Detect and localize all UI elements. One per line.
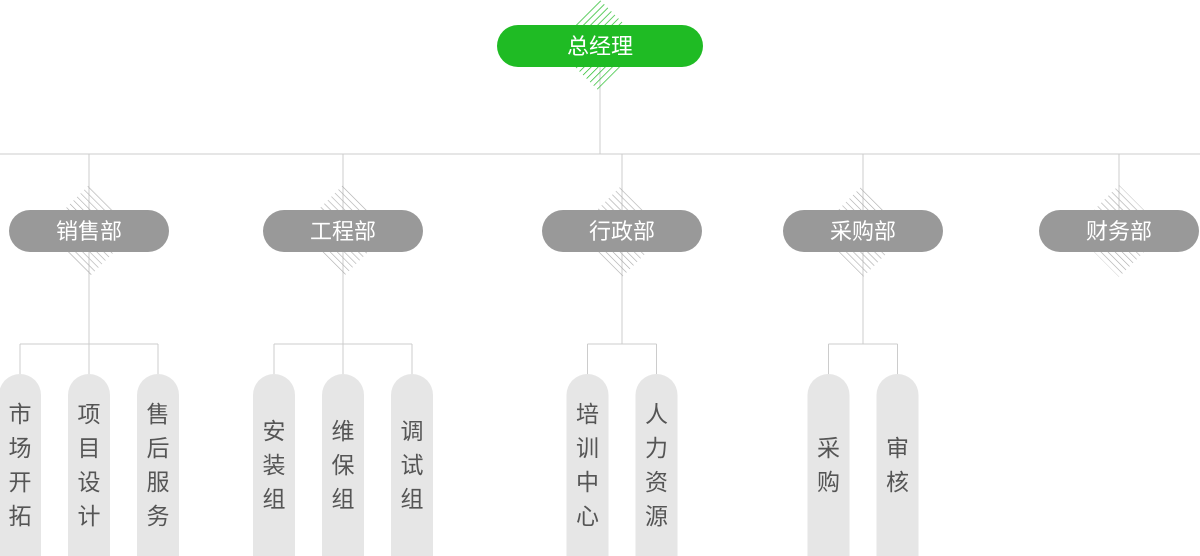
sub-node-box (807, 374, 850, 556)
sub-node-box (68, 374, 110, 556)
department-node-box (263, 210, 423, 252)
department-node-label: 采购部 (830, 220, 896, 245)
sub-node[interactable]: 调试组 (391, 374, 433, 556)
connector-lines (0, 67, 1200, 374)
sub-node-char: 组 (332, 487, 355, 513)
department-node[interactable]: 工程部 (263, 210, 423, 252)
department-node-label: 财务部 (1086, 220, 1152, 245)
root-node-label: 总经理 (567, 35, 633, 60)
sub-node[interactable]: 安装组 (253, 374, 295, 556)
sub-node-char: 市 (9, 402, 32, 428)
sub-node-char: 维 (332, 419, 355, 445)
department-node[interactable]: 销售部 (9, 210, 169, 252)
sub-node-char: 设 (78, 470, 101, 496)
root-node[interactable]: 总经理 (497, 25, 703, 67)
sub-node-char: 组 (401, 487, 424, 513)
sub-node-char: 资 (645, 470, 668, 496)
sub-node-char: 力 (645, 436, 668, 462)
sub-node-char: 计 (78, 504, 101, 530)
sub-node-char: 务 (147, 504, 170, 530)
sub-node-char: 服 (147, 470, 170, 496)
sub-node-char: 核 (886, 470, 909, 496)
sub-node-char: 训 (576, 436, 599, 462)
sub-node-char: 售 (147, 402, 170, 428)
sub-node-char: 安 (263, 419, 286, 445)
sub-node-char: 心 (576, 504, 599, 530)
org-nodes: 总经理销售部市场开拓项目设计售后服务工程部安装组维保组调试组行政部培训中心人力资… (0, 25, 1199, 556)
sub-node-char: 采 (817, 436, 840, 462)
department-node-box (9, 210, 169, 252)
department-node-box (1039, 210, 1199, 252)
sub-node-char: 后 (147, 436, 170, 462)
department-node-label: 销售部 (56, 220, 122, 245)
sub-node-char: 中 (576, 470, 599, 496)
department-node[interactable]: 行政部 (542, 210, 702, 252)
sub-node-box (322, 374, 364, 556)
sub-node-char: 项 (78, 402, 101, 428)
sub-node-char: 审 (886, 436, 909, 462)
sub-node-char: 保 (332, 453, 355, 479)
sub-node-box (566, 374, 609, 556)
sub-node-box (253, 374, 295, 556)
sub-node-box (635, 374, 678, 556)
root-node-box (497, 25, 703, 67)
sub-node-char: 购 (817, 470, 840, 496)
sub-node[interactable]: 维保组 (322, 374, 364, 556)
department-node-box (542, 210, 702, 252)
sub-node-box (876, 374, 919, 556)
sub-node-char: 人 (645, 402, 668, 428)
sub-node-char: 拓 (9, 504, 32, 530)
sub-node-char: 培 (576, 402, 599, 428)
department-node[interactable]: 财务部 (1039, 210, 1199, 252)
sub-node-char: 目 (78, 436, 101, 462)
department-node[interactable]: 采购部 (783, 210, 943, 252)
sub-node-char: 装 (263, 453, 286, 479)
sub-node-char: 源 (645, 504, 668, 530)
sub-node-char: 调 (401, 419, 424, 445)
department-node-label: 工程部 (310, 220, 376, 245)
sub-node-char: 开 (9, 470, 32, 496)
sub-node[interactable]: 审核 (876, 374, 919, 556)
sub-node-box (0, 374, 41, 556)
sub-node-box (137, 374, 179, 556)
department-node-box (783, 210, 943, 252)
sub-node-box (391, 374, 433, 556)
sub-node-char: 试 (401, 453, 424, 479)
sub-node[interactable]: 采购 (807, 374, 850, 556)
sub-node-char: 组 (263, 487, 286, 513)
department-node-label: 行政部 (589, 220, 655, 245)
sub-node-char: 场 (9, 436, 32, 462)
